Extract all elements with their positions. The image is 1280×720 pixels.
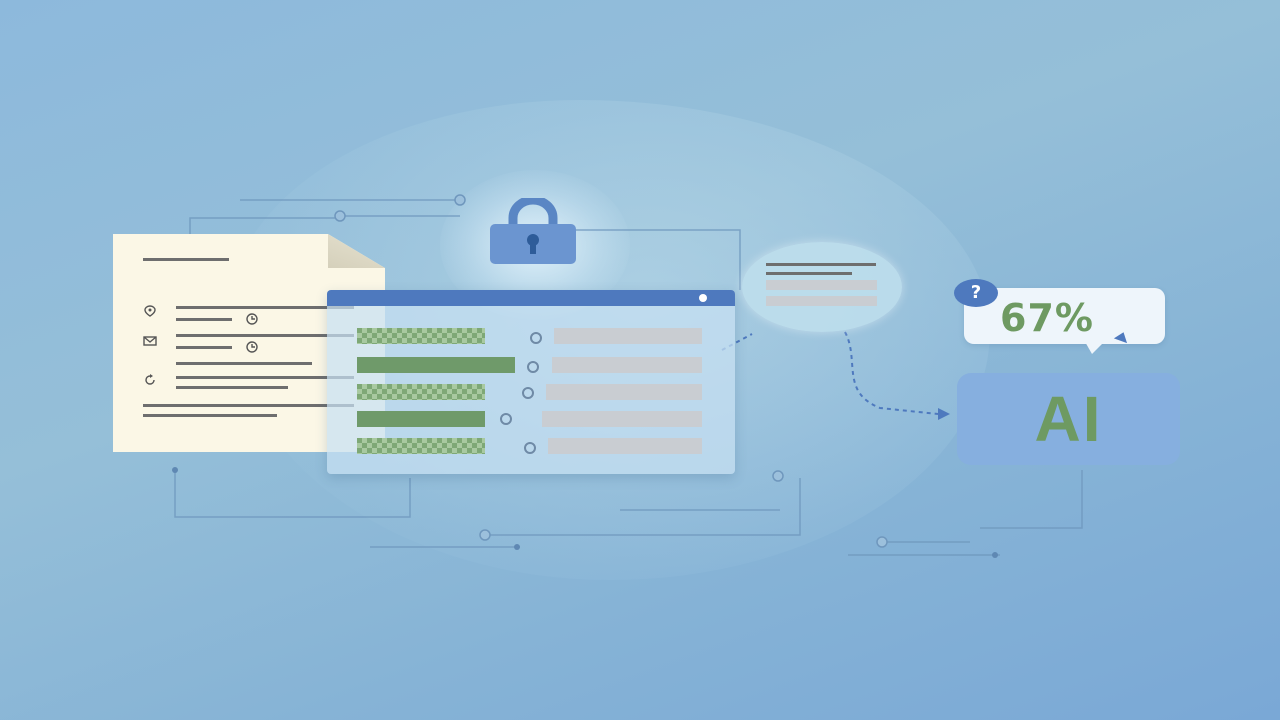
data-row-bar	[357, 384, 485, 400]
lock-icon	[490, 198, 576, 264]
bubble-tail	[1084, 340, 1106, 354]
data-row-bar	[357, 411, 485, 427]
ai-label: AI	[1034, 383, 1103, 455]
data-row-bar	[357, 328, 485, 344]
document-line	[176, 306, 354, 309]
data-row-bar	[357, 357, 515, 373]
row-placeholder	[548, 438, 702, 454]
row-placeholder	[552, 357, 702, 373]
lens-placeholder	[766, 296, 877, 306]
window-titlebar	[327, 290, 735, 306]
document-line	[176, 386, 288, 389]
document-line	[176, 346, 232, 349]
lens-text-line	[766, 272, 852, 275]
location-pin-icon	[144, 305, 156, 317]
document-line	[176, 376, 354, 379]
document-line	[143, 404, 354, 407]
row-placeholder	[554, 328, 702, 344]
mail-icon	[143, 336, 157, 346]
row-radio	[524, 442, 536, 454]
data-row-bar	[357, 438, 485, 454]
row-radio	[522, 387, 534, 399]
percent-bubble	[964, 288, 1165, 344]
percent-value: 67%	[1000, 296, 1094, 340]
window-control-dot	[699, 294, 707, 302]
row-placeholder	[546, 384, 702, 400]
clock-icon	[246, 341, 258, 353]
row-radio	[527, 361, 539, 373]
document-line	[143, 414, 277, 417]
document-line	[176, 318, 232, 321]
clock-icon	[246, 313, 258, 325]
ai-tile	[957, 373, 1180, 465]
document-title-line	[143, 258, 229, 261]
document-line	[176, 334, 354, 337]
question-mark-icon: ?	[954, 279, 998, 307]
row-radio	[500, 413, 512, 425]
lens-placeholder	[766, 280, 877, 290]
document-line	[176, 362, 312, 365]
lens-text-line	[766, 263, 876, 266]
row-placeholder	[542, 411, 702, 427]
row-radio	[530, 332, 542, 344]
refresh-icon	[145, 374, 155, 385]
